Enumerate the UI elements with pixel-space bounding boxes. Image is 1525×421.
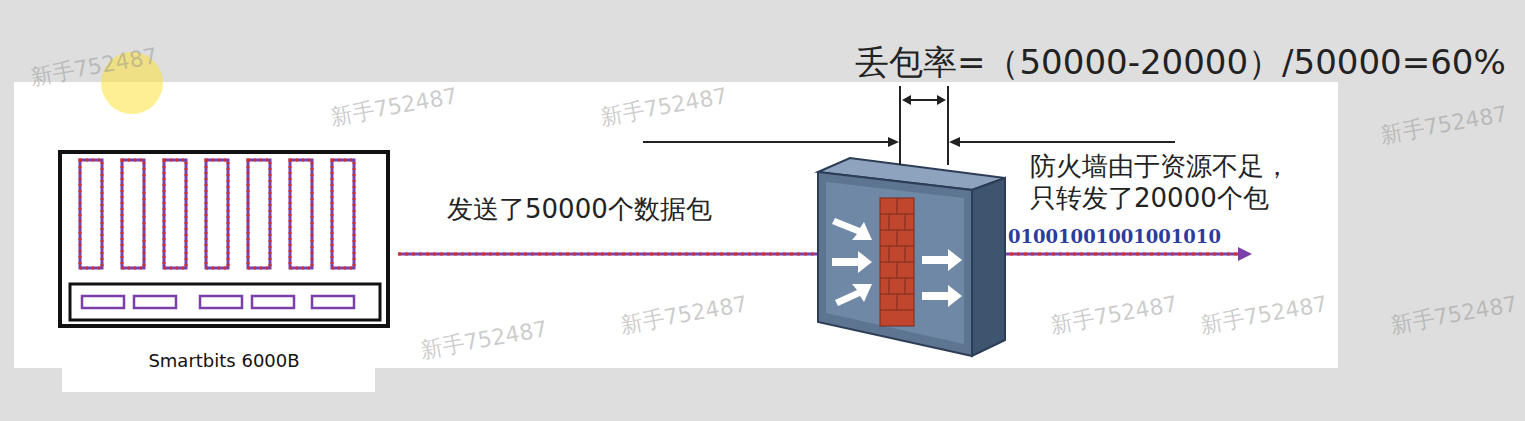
white-panel [62,330,375,392]
bit-stream: 01001001001001010 [1008,226,1221,247]
firewall-icon [818,158,1005,356]
device-label: Smartbits 6000B [148,350,299,371]
watermark: 新手752487 [1378,99,1509,151]
device-slots [70,160,380,320]
send-note: 发送了50000个数据包 [447,192,712,227]
white-panel [14,82,1338,368]
device-box: Smartbits 6000B [58,150,390,328]
watermark: 新手752487 [1388,289,1519,341]
firewall-note: 防火墙由于资源不足， 只转发了20000个包 [1030,150,1305,214]
loss-formula: 丢包率=（50000-20000）/50000=60% [855,40,1506,86]
